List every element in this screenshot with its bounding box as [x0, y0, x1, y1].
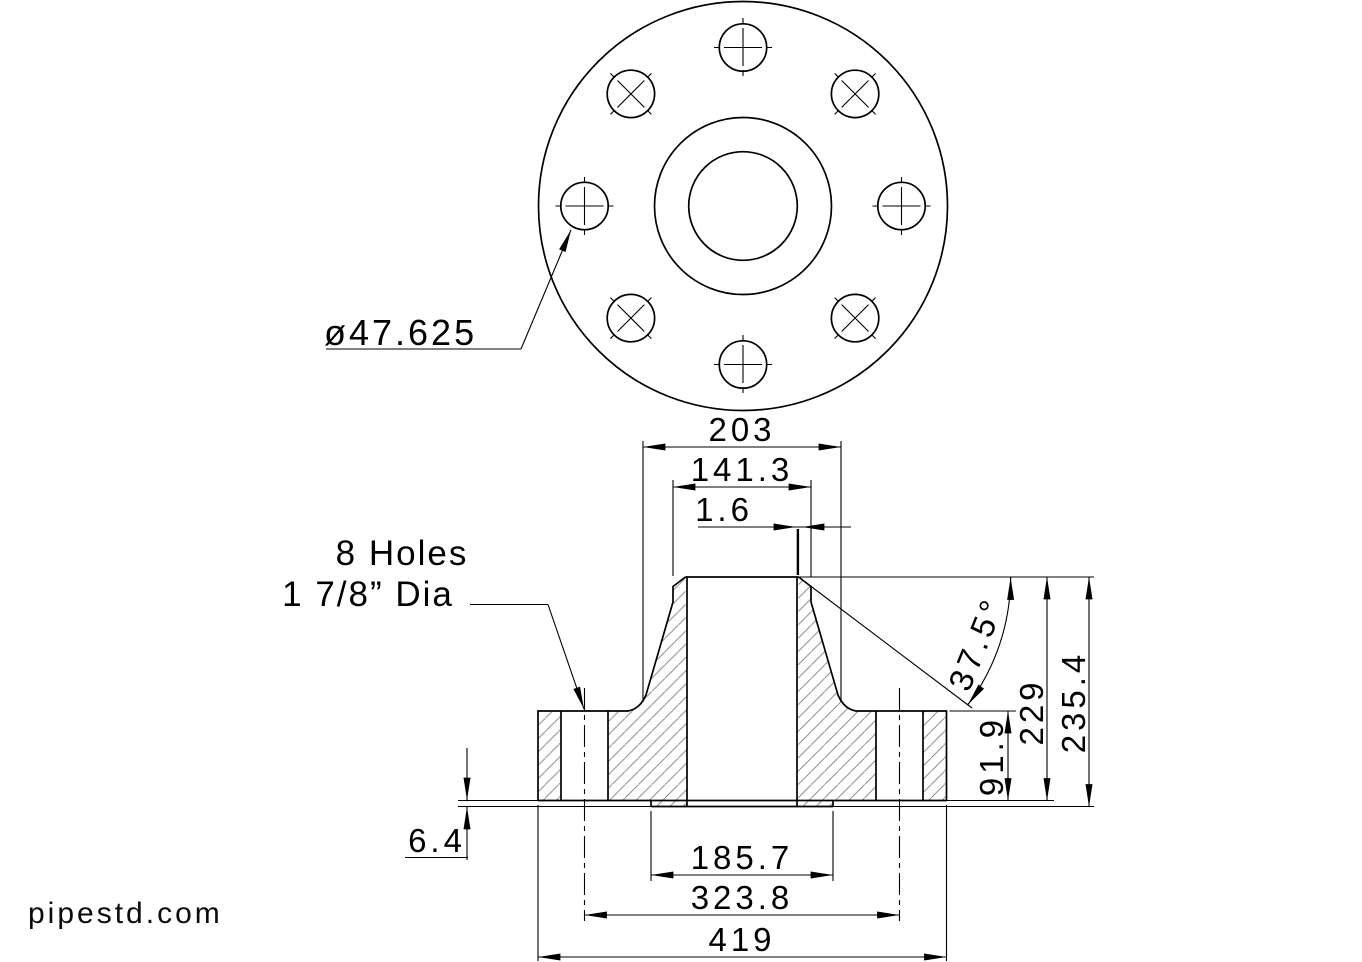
dim-weld-land-text: 1.6 — [695, 491, 753, 528]
dim-raised-face-diameter: 185.7 — [650, 811, 834, 881]
dim-flange-thickness-text: 91.9 — [973, 716, 1010, 796]
holes-note-line2-text: 1 7/8” Dia — [282, 575, 454, 614]
bolt-hole-dia-leader: ø47.625 — [324, 229, 572, 353]
dim-length-to-face-text: 229 — [1013, 678, 1050, 745]
dim-raised-face-height-text: 6.4 — [408, 822, 466, 859]
bore-circle — [687, 150, 799, 262]
bolt-holes — [559, 22, 927, 390]
dim-raised-face-height: 6.4 — [405, 748, 651, 860]
bolt-hole-dia-callout-text: ø47.625 — [324, 312, 477, 353]
dim-flange-od: 419 — [537, 805, 948, 961]
dim-raised-face-diameter-text: 185.7 — [691, 839, 794, 876]
dim-overall-length: 235.4 — [1055, 577, 1093, 807]
top-view: ø47.625 — [324, 0, 949, 412]
right-extension-lines — [798, 576, 1094, 808]
section-outline — [537, 576, 948, 808]
dim-flange-thickness: 91.9 — [973, 711, 1012, 801]
watermark-text: pipestd.com — [28, 897, 223, 930]
dim-hub-diameter-text: 203 — [708, 411, 775, 448]
dim-hub-diameter: 203 — [642, 411, 842, 702]
bolt-hole-center-marks-cardinal — [555, 18, 931, 394]
dim-neck-od-text: 141.3 — [691, 451, 794, 488]
holes-note-line1-text: 8 Holes — [336, 534, 469, 573]
section-view: 203 141.3 1.6 8 Holes 1 7/8” Dia — [282, 411, 1094, 961]
bolt-hole-center-marks-diagonal — [610, 73, 876, 339]
dim-bolt-circle-text: 323.8 — [691, 879, 794, 916]
dim-flange-od-text: 419 — [708, 921, 775, 958]
left-cut-hatch — [538, 577, 687, 807]
dim-bolt-circle: 323.8 — [584, 879, 900, 919]
dim-length-to-face: 229 — [1013, 577, 1051, 801]
dim-overall-length-text: 235.4 — [1055, 651, 1092, 754]
flange-outer-circle — [537, 0, 949, 412]
right-cut-hatch — [797, 577, 947, 807]
dim-bevel-angle-text: 37.5° — [941, 592, 1012, 696]
dim-weld-land: 1.6 — [695, 491, 851, 575]
raised-face-circle — [653, 116, 833, 296]
holes-note: 8 Holes 1 7/8” Dia — [282, 534, 585, 710]
